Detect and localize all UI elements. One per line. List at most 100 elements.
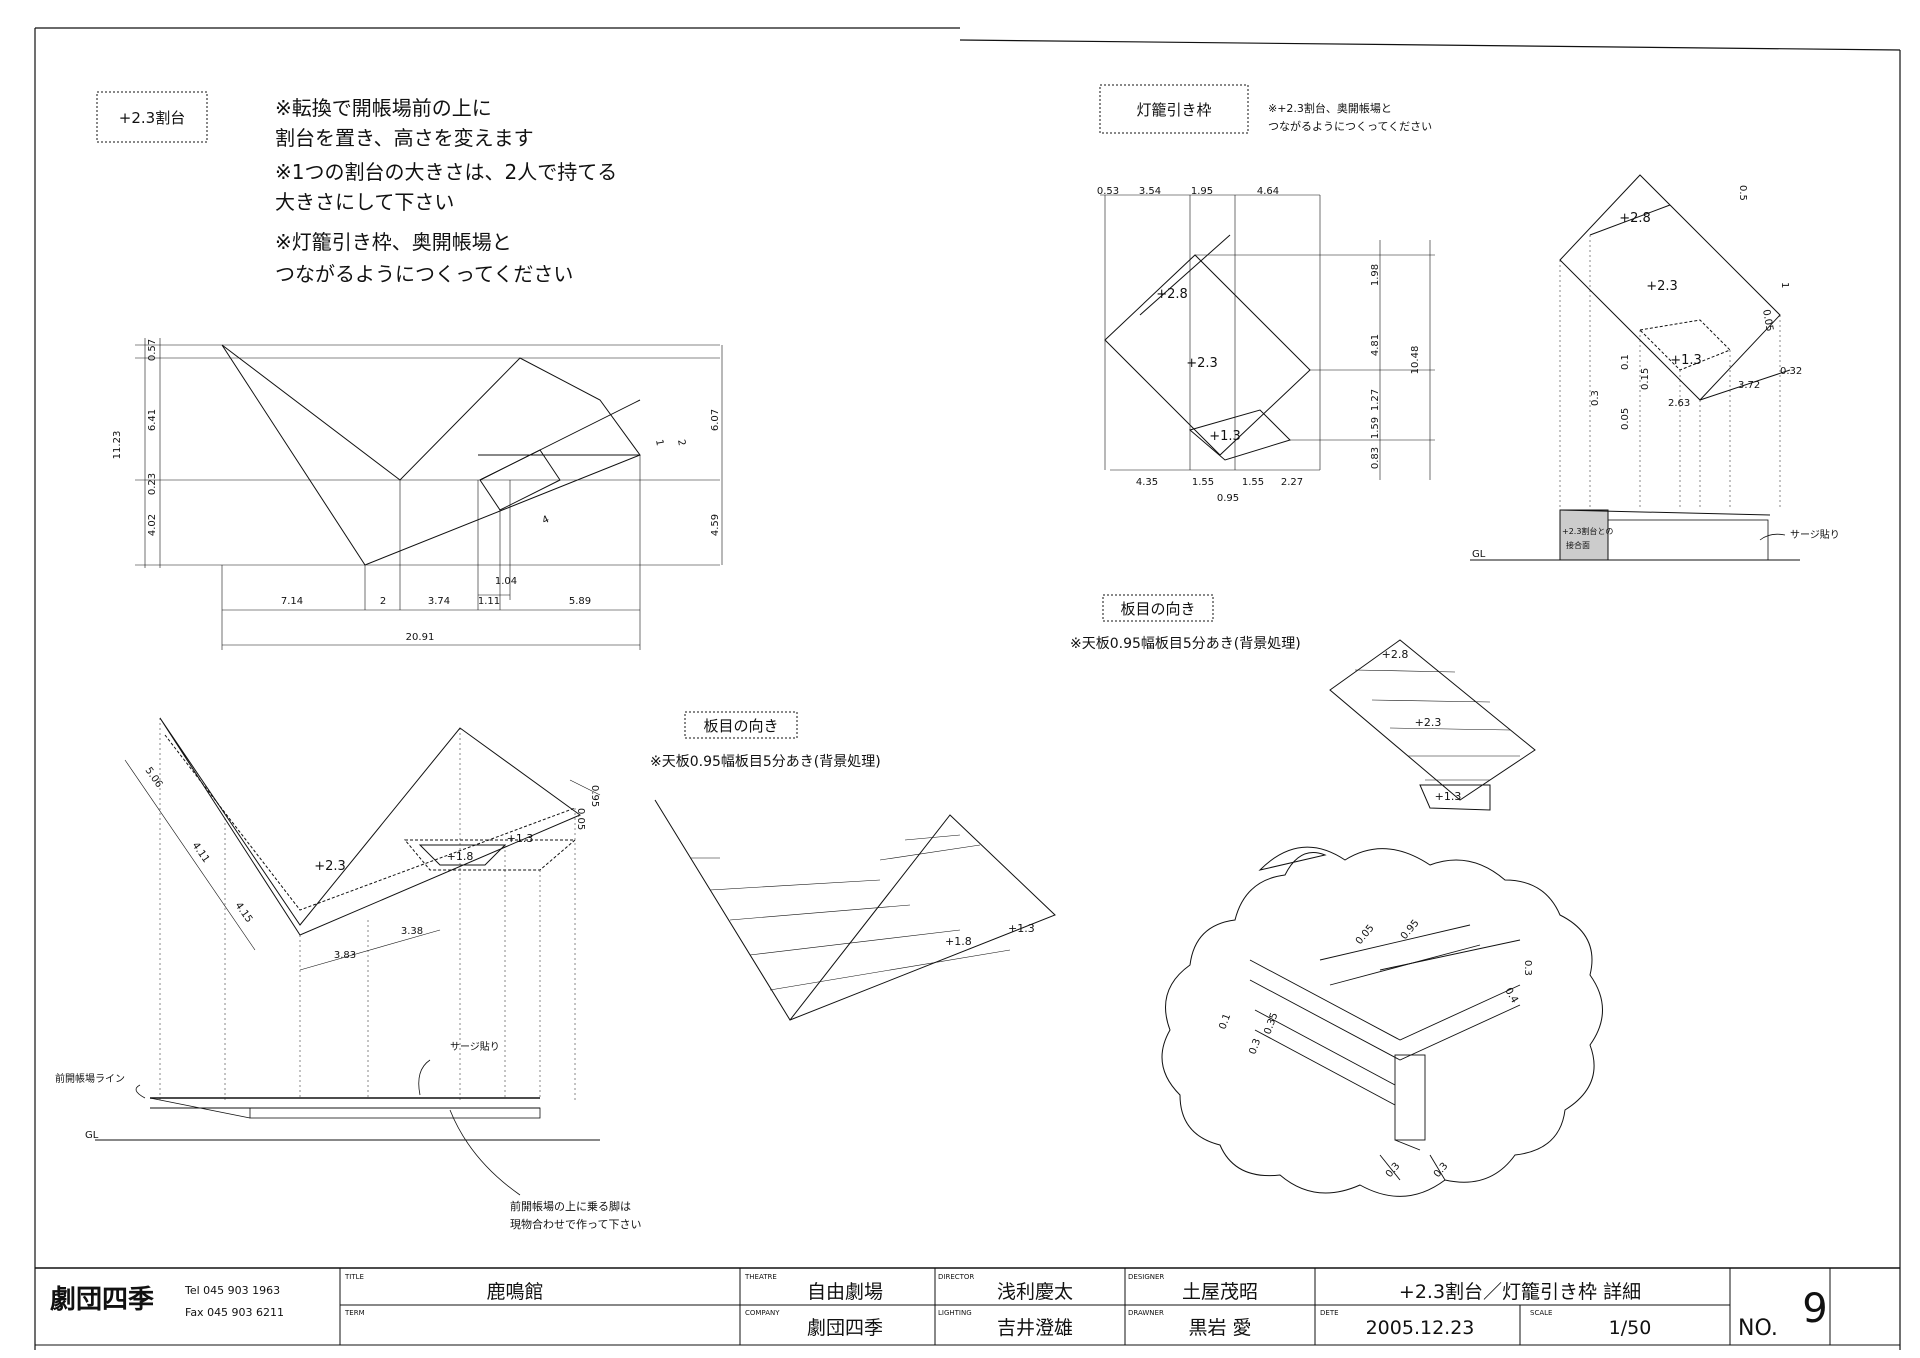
left-elevation-labels: 前開帳場ライン GL サージ貼り 前開帳場の上に乗る脚は 現物合わせで作って下さ…: [55, 1040, 641, 1231]
dim-607: 6.07: [710, 409, 721, 431]
director-label: DIRECTOR: [938, 1273, 974, 1281]
tel: Tel 045 903 1963: [184, 1284, 280, 1297]
right-grain: 板目の向き ※天板0.95幅板目5分あき(背景処理) +2.8 +2.3 +1.…: [1070, 594, 1536, 811]
fax: Fax 045 903 6211: [185, 1306, 284, 1319]
scale-label: SCALE: [1530, 1309, 1552, 1317]
idim-01: 0.1: [1620, 354, 1631, 370]
gl-label-left: GL: [85, 1130, 99, 1141]
dim-023: 0.23: [147, 473, 158, 495]
join-label-2: 接合面: [1566, 540, 1590, 550]
title-block-text: 劇団四季 Tel 045 903 1963 Fax 045 903 6211 T…: [50, 1273, 1828, 1341]
sheet-number: 9: [1802, 1286, 1827, 1332]
grain-label-13: +1.3: [1008, 922, 1035, 935]
cdim-005: 0.05: [1354, 923, 1377, 947]
right-tag: 灯籠引き枠: [1136, 101, 1211, 119]
right-plan-view: [1100, 194, 1435, 480]
idim-263: 2.63: [1668, 398, 1690, 409]
dim-464: 4.64: [1257, 186, 1279, 197]
left-plan-view: [135, 338, 723, 650]
dim-111: 1.11: [478, 596, 500, 607]
title-label: TITLE: [344, 1273, 364, 1281]
dim-159: 1.59: [1370, 417, 1381, 439]
cdim-04: 0.4: [1502, 986, 1519, 1005]
iso-label-28r: +2.8: [1619, 211, 1651, 226]
idim-032: 0.32: [1780, 366, 1802, 377]
title-value: 鹿鳴館: [486, 1281, 543, 1303]
dim-481: 4.81: [1370, 334, 1381, 356]
idim-005: 0.05: [1760, 309, 1775, 333]
dim-227: 2.27: [1281, 477, 1303, 488]
idim-015: 0.15: [1640, 368, 1651, 390]
date-value: 2005.12.23: [1366, 1317, 1475, 1339]
idim-05: 0.5: [1737, 185, 1748, 201]
rgrain-label-28: +2.8: [1382, 648, 1409, 661]
title-block: [35, 1268, 1900, 1346]
left-plan-dims: 7.14 2 3.74 1.11 5.89 1.04 20.91 0.57 6.…: [112, 339, 721, 643]
dim-589: 5.89: [569, 596, 591, 607]
no-label: NO.: [1738, 1316, 1778, 1341]
dim-402: 4.02: [147, 514, 158, 536]
right-tag-box: 灯籠引き枠 ※+2.3割台、奥開帳場と つながるようにつくってください: [1099, 84, 1432, 134]
cdim-095: 0.95: [1399, 918, 1422, 942]
leg-note-1: 前開帳場の上に乗る脚は: [510, 1199, 631, 1213]
left-elevation: [95, 1059, 600, 1196]
cloud-detail: [1161, 846, 1603, 1197]
scale-value: 1/50: [1609, 1317, 1652, 1339]
dim-095-plan: 0.95: [1217, 493, 1239, 504]
drawner-value: 黒岩 愛: [1188, 1317, 1251, 1339]
plan-label-28: +2.8: [1156, 287, 1188, 302]
note-line-5: ※灯籠引き枠、奥開帳場と: [275, 230, 512, 254]
rgrain-label-13: +1.3: [1435, 790, 1462, 803]
serge-label-left: サージ貼り: [450, 1040, 500, 1053]
dim-411: 4.11: [190, 840, 212, 865]
note-line-2: 割台を置き、高さを変えます: [275, 126, 534, 150]
left-iso-view: [124, 717, 601, 1100]
dim-338: 3.38: [401, 926, 423, 937]
leg-note-2: 現物合わせで作って下さい: [510, 1217, 641, 1231]
right-note-2: つながるようにつくってください: [1268, 119, 1432, 133]
right-grain-note: ※天板0.95幅板目5分あき(背景処理): [1070, 636, 1301, 652]
left-notes: ※転換で開帳場前の上に 割台を置き、高さを変えます ※1つの割台の大きさは、2人…: [275, 96, 617, 286]
dim-155a: 1.55: [1192, 477, 1214, 488]
right-plan-dims: 0.53 3.54 1.95 4.64 4.35 1.55 1.55 2.27 …: [1097, 186, 1421, 504]
note-line-6: つながるようにつくってください: [275, 262, 573, 286]
company-value: 劇団四季: [807, 1317, 883, 1339]
left-grain-title: 板目の向き: [703, 717, 778, 735]
note-line-1: ※転換で開帳場前の上に: [275, 96, 492, 120]
idim-1: 1: [1779, 282, 1790, 288]
dim-4: 4: [541, 514, 551, 527]
designer-label: DESIGNER: [1128, 1273, 1164, 1281]
company-label: COMPANY: [745, 1309, 780, 1317]
dim-383: 3.83: [334, 950, 356, 961]
right-note-1: ※+2.3割台、奥開帳場と: [1268, 101, 1392, 115]
gl-label-right: GL: [1472, 549, 1486, 560]
dim-435: 4.35: [1136, 477, 1158, 488]
dim-198: 1.98: [1370, 264, 1381, 286]
term-label: TERM: [344, 1309, 365, 1317]
right-iso-labels: +2.8 +2.3 +1.3 0.5 0.05 1 0.1 0.15 2.63 …: [1472, 185, 1840, 560]
drawner-label: DRAWNER: [1128, 1309, 1164, 1317]
dim-155b: 1.55: [1242, 477, 1264, 488]
iso-label-13: +1.3: [507, 832, 534, 845]
right-iso-view: [1470, 174, 1800, 561]
cdim-03b: 0.3: [1247, 1037, 1263, 1056]
dim-095: 0.95: [589, 785, 600, 807]
dim-374: 3.74: [428, 596, 450, 607]
company-logo: 劇団四季: [50, 1285, 154, 1315]
dim-053: 0.53: [1097, 186, 1119, 197]
iso-label-18: +1.8: [447, 850, 474, 863]
cloud-dims: 0.05 0.95 0.3 0.4 0.1 0.35 0.3 0.3 0.3: [1217, 918, 1533, 1180]
theatre-value: 自由劇場: [807, 1281, 883, 1303]
lighting-value: 吉井澄雄: [997, 1317, 1073, 1339]
dim-2: 2: [380, 596, 386, 607]
director-value: 浅利慶太: [997, 1281, 1073, 1303]
dim-104: 1.04: [495, 576, 517, 587]
dim-195: 1.95: [1191, 186, 1213, 197]
dim-1: 1: [653, 439, 665, 447]
iso-label-23: +2.3: [314, 859, 346, 874]
left-tag-box: +2.3割台: [96, 91, 208, 143]
rgrain-label-23: +2.3: [1415, 716, 1442, 729]
left-grain: 板目の向き ※天板0.95幅板目5分あき(背景処理) +1.8 +1.3: [650, 711, 1056, 1021]
right-grain-title: 板目の向き: [1120, 600, 1195, 618]
